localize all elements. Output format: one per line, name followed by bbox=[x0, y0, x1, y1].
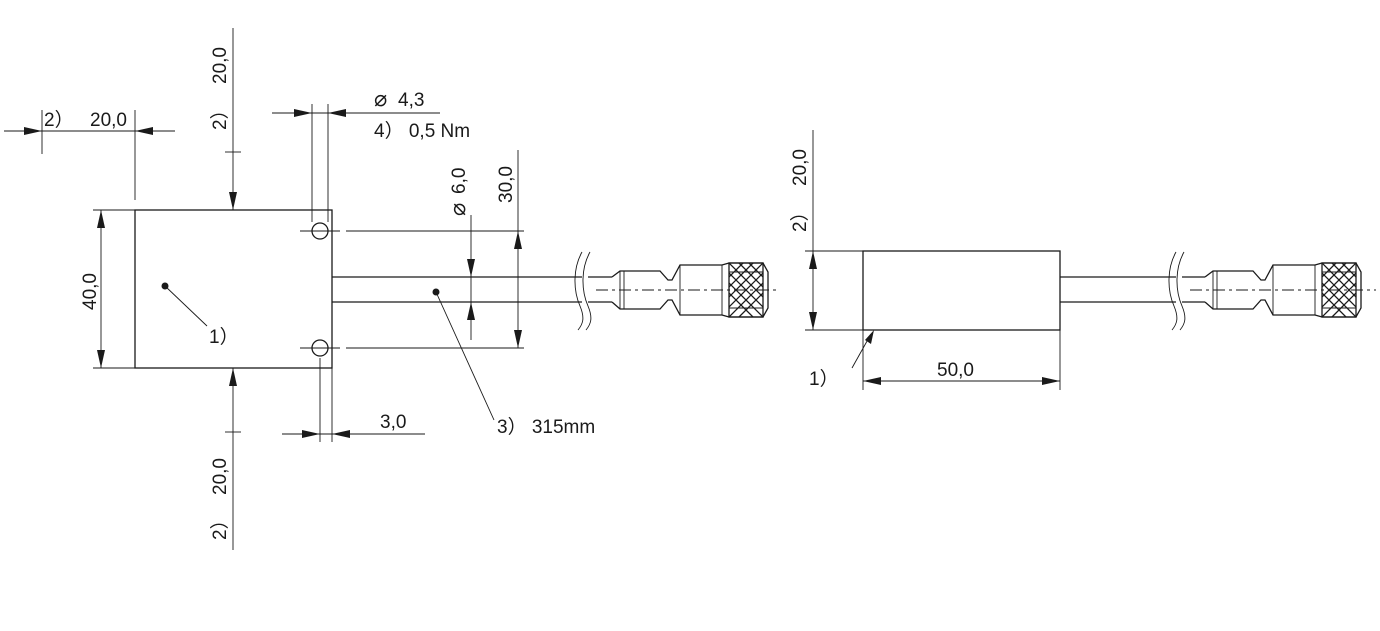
dim-length: 50,0 bbox=[862, 330, 1061, 390]
dim-height: 40,0 bbox=[80, 209, 135, 369]
diameter-symbol-cable: ⌀ bbox=[445, 203, 470, 216]
dim-height-value: 40,0 bbox=[80, 273, 101, 310]
dim-hole-diameter: ⌀ 4,3 4） 0,5 Nm bbox=[272, 86, 470, 222]
cable-length-label: 3） 315mm bbox=[497, 416, 595, 438]
dim-hole-spacing: 30,0 bbox=[346, 150, 524, 349]
cable-front bbox=[332, 251, 612, 331]
diameter-symbol-hole: ⌀ bbox=[374, 86, 387, 111]
side-view: 20,0 2） 50,0 1） bbox=[789, 130, 1376, 390]
dim-side-top-ref: 2） bbox=[789, 202, 811, 232]
dim-hole-offset: 3,0 bbox=[282, 358, 425, 442]
sensing-face-label-side: 1） bbox=[809, 368, 839, 390]
dim-top-ref: 2） bbox=[209, 100, 231, 130]
dim-cable-diameter-value: 6,0 bbox=[449, 168, 470, 194]
dim-bottom-margin: 20,0 2） bbox=[209, 368, 241, 550]
dim-side-top-margin: 20,0 2） bbox=[789, 130, 863, 331]
dim-bottom-value: 20,0 bbox=[210, 458, 231, 495]
sensor-body-front bbox=[134, 209, 333, 369]
dim-top-margin: 20,0 2） bbox=[209, 28, 241, 210]
dim-hole-diameter-value: 4,3 bbox=[398, 90, 424, 111]
dim-hole-spacing-value: 30,0 bbox=[496, 166, 517, 203]
sensor-body-side bbox=[862, 250, 1061, 331]
dim-side-top-value: 20,0 bbox=[790, 149, 811, 186]
sensing-face-label-front: 1） bbox=[209, 326, 239, 348]
dim-length-value: 50,0 bbox=[937, 360, 974, 381]
dim-side-margin: 2） 20,0 bbox=[4, 109, 175, 200]
front-view: 1） 3） 315mm 2） 20,0 20,0 2） bbox=[4, 28, 780, 550]
dim-bottom-ref: 2） bbox=[209, 510, 231, 540]
torque-label: 4） 0,5 Nm bbox=[374, 120, 470, 142]
dim-cable-diameter: ⌀ 6,0 bbox=[445, 168, 475, 340]
cable-side bbox=[1060, 251, 1205, 331]
dim-top-value: 20,0 bbox=[210, 47, 231, 84]
dim-side-value: 20,0 bbox=[90, 110, 127, 131]
dim-hole-offset-value: 3,0 bbox=[380, 412, 406, 433]
dim-side-ref: 2） bbox=[44, 109, 74, 131]
